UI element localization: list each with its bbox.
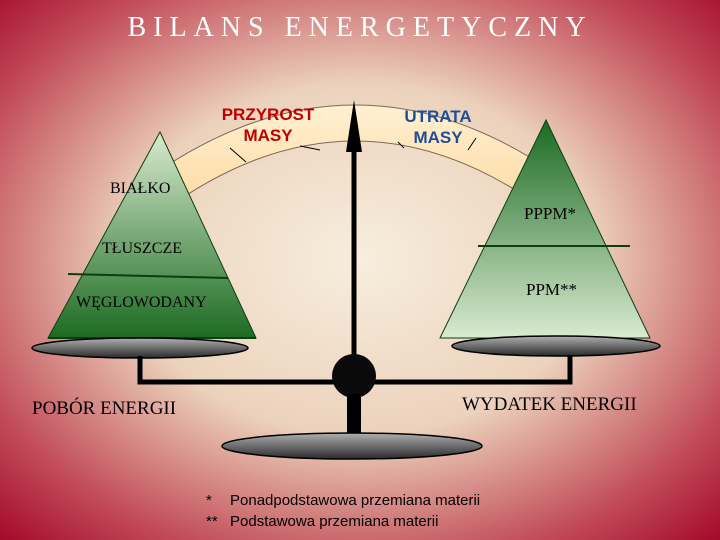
scale-needle-tip: [346, 100, 362, 152]
ppm-label: PPM**: [526, 280, 578, 299]
protein-label: BIAŁKO: [110, 180, 171, 197]
energy-expenditure-label: WYDATEK ENERGII: [462, 394, 637, 415]
scale-pivot: [332, 354, 376, 398]
mass-loss-label: UTRATA MASY: [388, 106, 488, 148]
mass-gain-label-line-1: PRZYROST: [221, 105, 315, 124]
left-pyramid-divider-1: [67, 273, 229, 279]
mass-gain-label: PRZYROST MASY: [208, 104, 328, 146]
footnote-2: ** Podstawowa przemiana materii: [206, 513, 438, 530]
loss-pointer-line: [397, 141, 405, 149]
footnote-1-text: Ponadpodstawowa przemiana materii: [230, 492, 481, 509]
gain-pointer-line: [229, 147, 247, 163]
energy-intake-label: POBÓR ENERGII: [32, 398, 177, 419]
loss-pointer-line-2: [467, 137, 477, 151]
footnote-1-mark: *: [206, 492, 212, 509]
right-scale-pan: [451, 335, 661, 357]
footnote-1: * Ponadpodstawowa przemiana materii: [206, 492, 480, 509]
fat-label: TŁUSZCZE: [102, 240, 182, 257]
mass-gain-label-line-2: MASY: [243, 126, 293, 145]
left-scale-pan: [31, 337, 249, 359]
footnote-2-text: Podstawowa przemiana materii: [230, 513, 439, 530]
scale-base: [221, 432, 483, 460]
pppm-label: PPPM*: [524, 204, 576, 223]
page-title: BILANS ENERGETYCZNY: [127, 12, 593, 43]
mass-loss-label-line-2: MASY: [413, 128, 463, 147]
scale-stand: [347, 394, 361, 436]
footnote-2-mark: **: [206, 513, 218, 530]
carbohydrates-label: WĘGLOWODANY: [76, 294, 207, 311]
gain-pointer-line-2: [299, 145, 321, 151]
mass-loss-label-line-1: UTRATA: [404, 107, 472, 126]
